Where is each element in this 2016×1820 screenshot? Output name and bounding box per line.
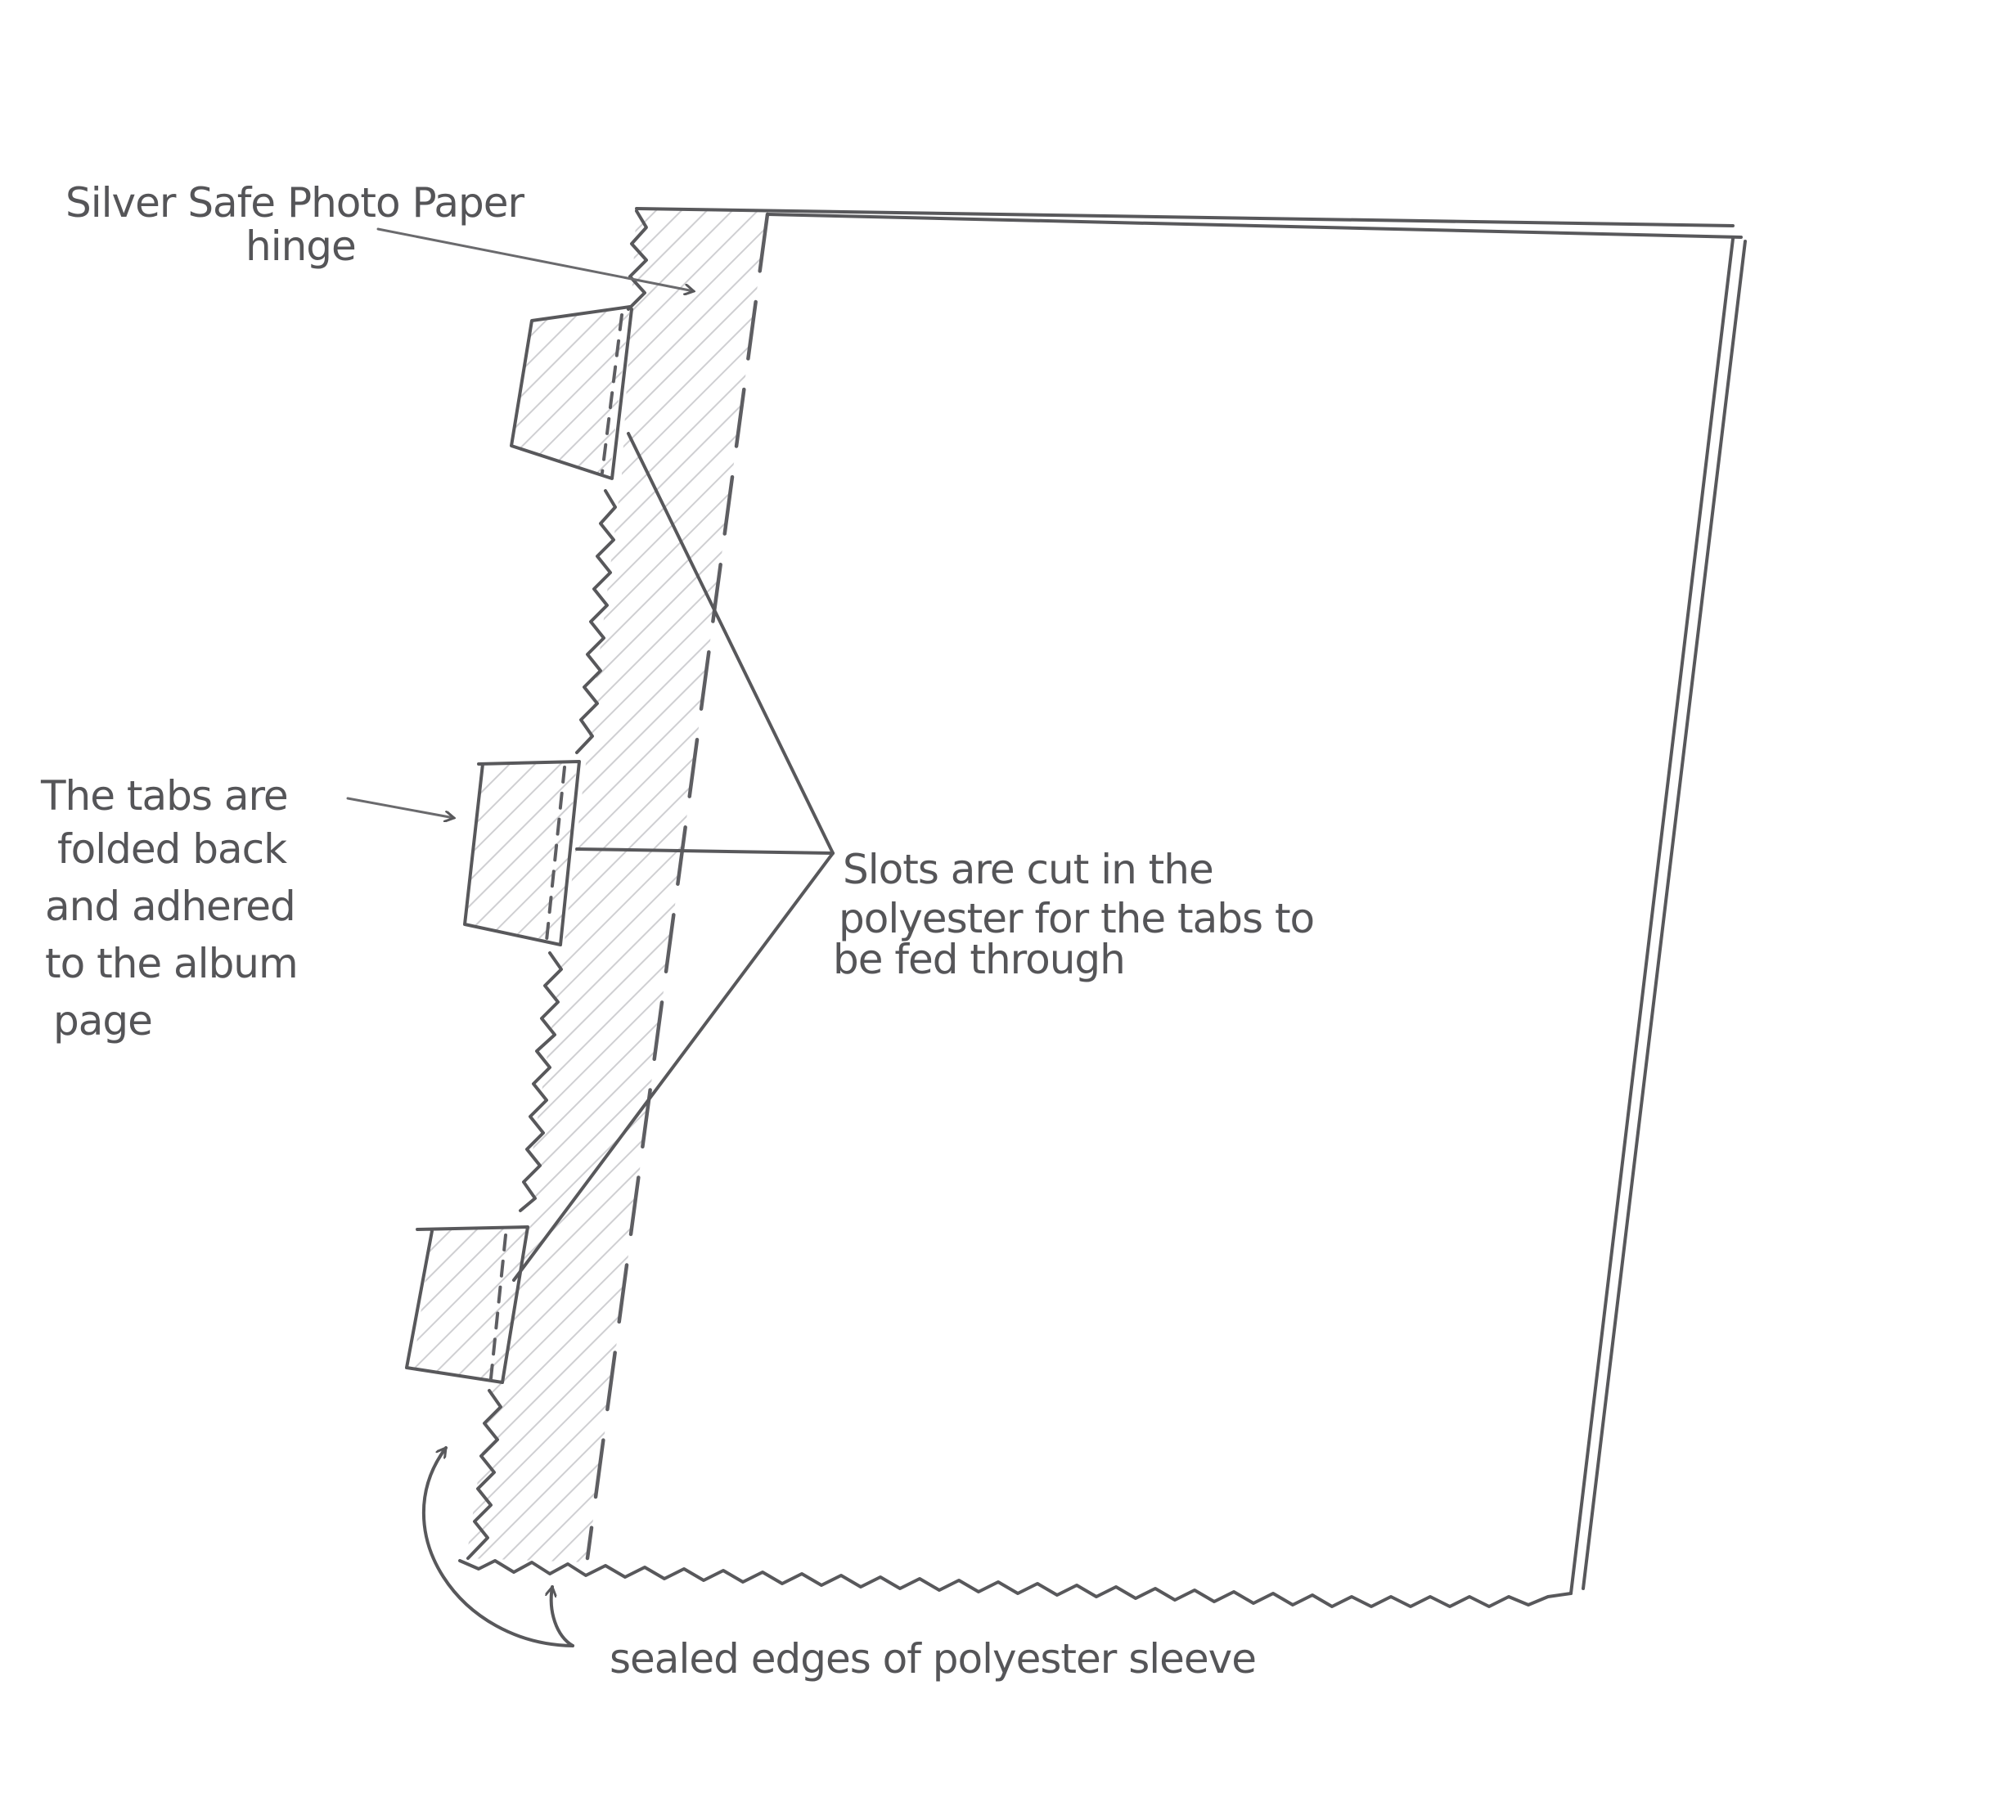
- slot-leader-1: [627, 432, 835, 855]
- left-sealed-edge: [627, 209, 648, 311]
- leader-lines: [346, 227, 835, 1647]
- hinge-dashed-edge: [585, 212, 770, 1561]
- label-tabs-line4: to the album: [45, 940, 298, 987]
- label-tabs-line3: and adhered: [45, 883, 295, 930]
- hinge-strip: [466, 209, 770, 1562]
- label-sealed: sealed edges of polyester sleeve: [610, 1635, 1257, 1683]
- label-slots-line1: Slots are cut in the: [843, 846, 1213, 893]
- tab-3: [405, 1225, 529, 1384]
- label-slots-line3: be fed through: [833, 936, 1125, 983]
- bottom-sealed-edge: [458, 1559, 1573, 1608]
- tabs-arrow: [346, 797, 454, 818]
- label-hinge-line1: Silver Safe Photo Paper: [65, 179, 525, 227]
- sealed-arrow-left: [421, 1448, 574, 1647]
- label-slots-line2: polyester for the tabs to: [839, 895, 1314, 942]
- slot-leader-2: [575, 847, 835, 855]
- label-sealed-line1: sealed edges of polyester sleeve: [610, 1635, 1256, 1683]
- label-hinge-line2: hinge: [245, 222, 356, 270]
- polyester-sleeve: [458, 207, 1747, 1608]
- label-slots: Slots are cut in the polyester for the t…: [833, 846, 1315, 983]
- label-tabs-line2: folded back: [57, 825, 287, 873]
- sealed-arrow-bottom: [551, 1587, 574, 1647]
- label-tabs-line1: The tabs are: [40, 772, 288, 820]
- tab-1: [510, 305, 633, 480]
- label-tabs: The tabs are folded back and adhered to …: [40, 772, 299, 1045]
- label-hinge: Silver Safe Photo Paper hinge: [65, 179, 526, 270]
- label-tabs-line5: page: [53, 997, 152, 1045]
- hinge-arrow: [376, 227, 694, 291]
- tab-2: [463, 760, 581, 946]
- slot-leader-3: [512, 852, 835, 1282]
